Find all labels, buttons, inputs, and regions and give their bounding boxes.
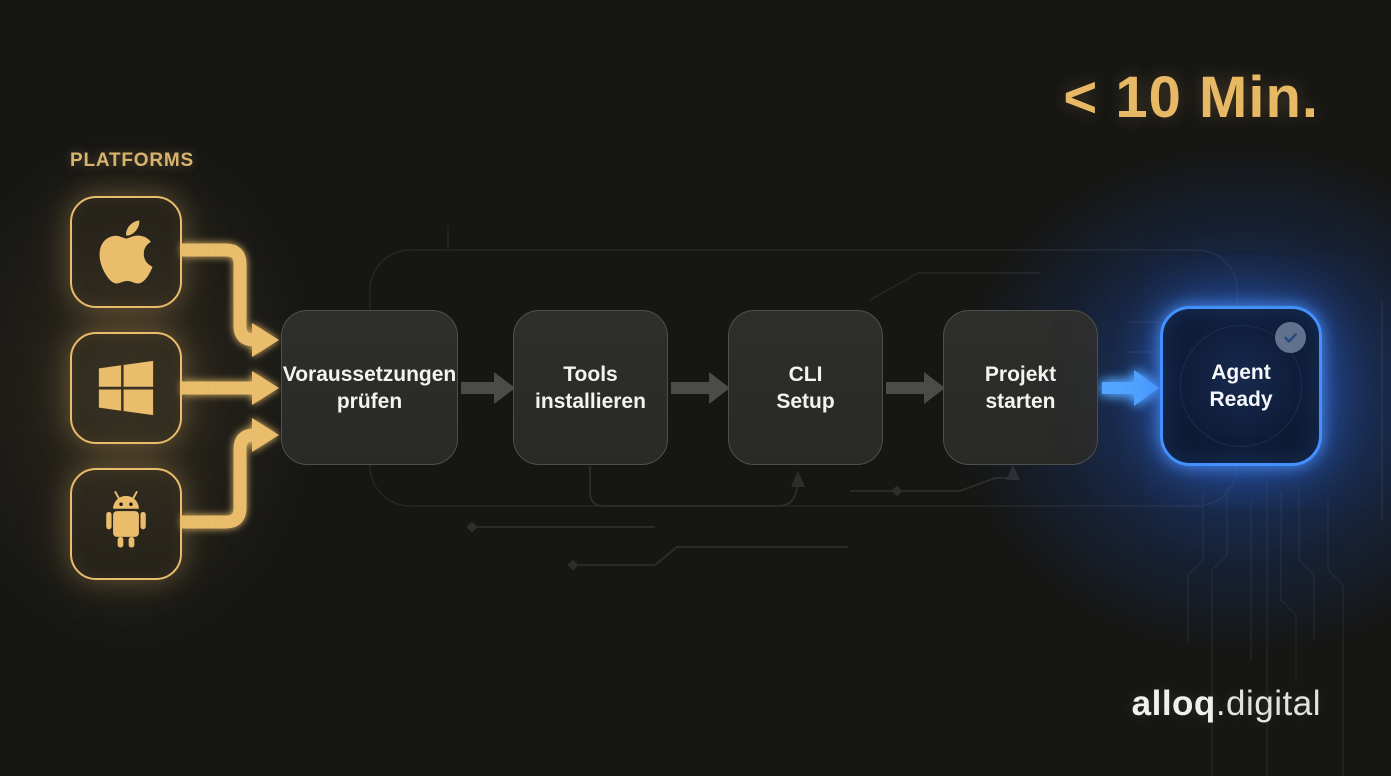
windows-icon [98, 360, 154, 416]
step-label-line1: Tools [563, 362, 618, 386]
duration-headline: < 10 Min. [1063, 65, 1319, 130]
android-icon [106, 491, 146, 548]
step-connector-arrows [461, 372, 945, 404]
step-tools-installieren: Tools installieren [513, 310, 668, 465]
status-badge [1275, 322, 1306, 353]
step-voraussetzungen-pruefen: Voraussetzungen prüfen [281, 310, 458, 465]
step-label-line1: Voraussetzungen [282, 362, 457, 386]
step-label-line2: starten [985, 389, 1056, 413]
brand-name-bold: alloq [1131, 684, 1216, 723]
platforms-label: PLATFORMS [70, 150, 195, 171]
step-label-line2: Setup [776, 389, 835, 413]
final-connector-arrow [1102, 370, 1159, 406]
platform-connector-arrows [182, 243, 279, 529]
step-agent-ready: Agent Ready [1160, 306, 1322, 466]
step-projekt-starten: Projekt starten [943, 310, 1098, 465]
step-label-line1: CLI [788, 362, 823, 386]
platform-tile-windows [70, 332, 182, 444]
step-label-line1: Projekt [984, 362, 1057, 386]
brand-logo: alloq.digital [1132, 684, 1321, 724]
platform-tile-apple [70, 196, 182, 308]
agent-ready-ring [1180, 325, 1302, 447]
step-label-line2: installieren [535, 389, 646, 413]
step-label-line2: Ready [1209, 388, 1273, 411]
step-label-line2: prüfen [336, 389, 403, 413]
step-label-line1: Agent [1211, 361, 1271, 384]
apple-icon [99, 220, 153, 284]
platform-tile-android [70, 468, 182, 580]
brand-name-light: .digital [1215, 684, 1321, 723]
step-cli-setup: CLI Setup [728, 310, 883, 465]
check-icon [1284, 333, 1297, 343]
